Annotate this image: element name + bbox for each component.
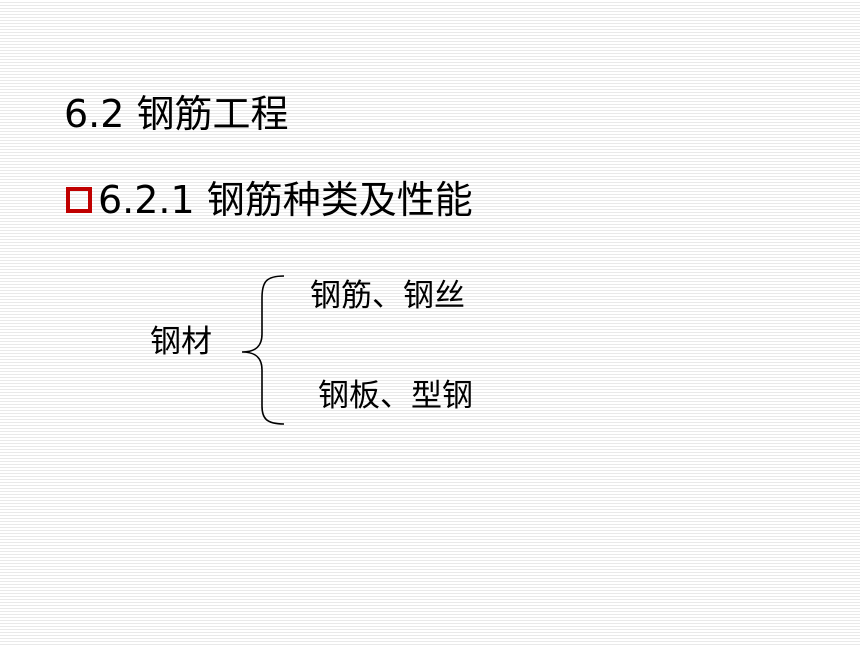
bullet-item: 6.2.1 钢筋种类及性能 xyxy=(66,174,473,226)
hollow-square-bullet-icon xyxy=(66,187,92,213)
section-heading: 6.2 钢筋工程 xyxy=(64,92,289,136)
child-label: 钢筋、钢丝 xyxy=(310,278,465,314)
curly-brace-icon xyxy=(241,275,285,425)
subsection-heading: 6.2.1 钢筋种类及性能 xyxy=(98,178,473,222)
child-label: 钢板、型钢 xyxy=(318,378,473,414)
parent-label: 钢材 xyxy=(150,324,212,360)
